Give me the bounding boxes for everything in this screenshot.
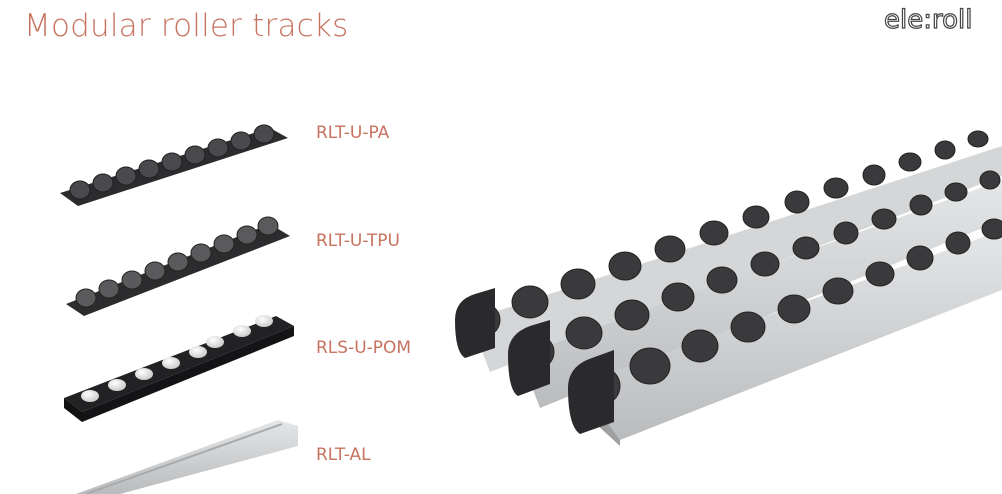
product-label-rlt-u-pa: RLT-U-PA	[316, 123, 390, 143]
roller-track-pa-image	[60, 124, 288, 206]
roller-strip-pom-image	[64, 315, 294, 422]
product-label-rls-u-pom: RLS-U-POM	[316, 338, 412, 358]
roller-track-tpu-image	[66, 216, 290, 316]
assembled-tracks-image	[455, 130, 1002, 446]
eleroll-logo: ele:roll	[883, 4, 973, 35]
product-label-rlt-al: RLT-AL	[316, 445, 371, 465]
product-label-rlt-u-tpu: RLT-U-TPU	[316, 231, 400, 251]
page-title: Modular roller tracks	[24, 8, 349, 44]
logo-text: ele:roll	[884, 5, 972, 35]
aluminium-profile-image	[76, 420, 298, 494]
